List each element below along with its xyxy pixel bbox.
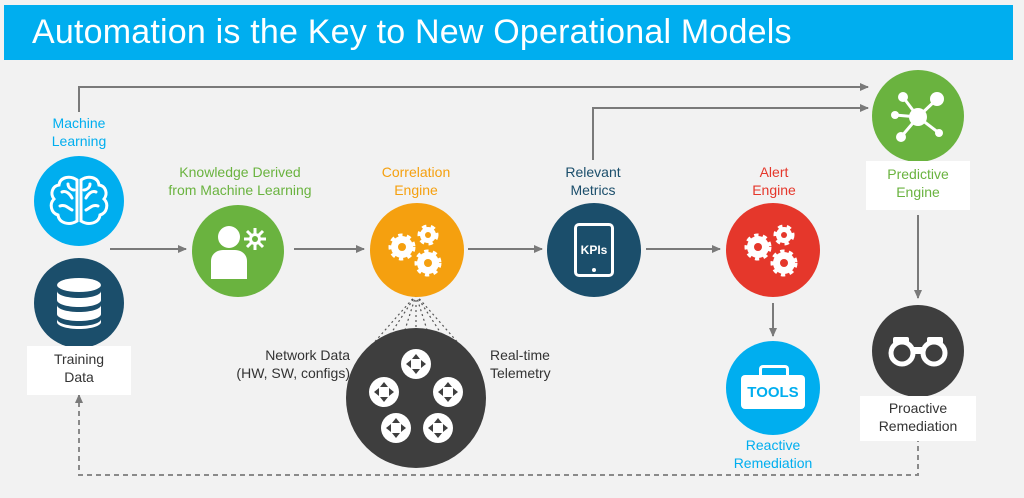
relevant-metrics-label: Relevant Metrics — [565, 164, 621, 198]
gears-alert-icon — [744, 224, 798, 277]
predictive-engine-label: Predictive Engine — [866, 161, 970, 210]
machine-learning-node — [34, 156, 124, 246]
predictive-engine-node — [872, 70, 964, 162]
network-cloud-node — [346, 328, 486, 468]
title-bar: Automation is the Key to New Operational… — [4, 5, 1013, 60]
knowledge-label: Knowledge Derived from Machine Learning — [168, 164, 312, 198]
arrow-metrics-to-predictive — [592, 104, 869, 160]
binoculars-icon — [888, 337, 948, 367]
proactive-remediation-label: Proactive Remediation — [860, 396, 976, 441]
page-title: Automation is the Key to New Operational… — [32, 13, 792, 51]
network-icon — [891, 92, 944, 142]
tablet-icon: KPIs — [574, 223, 614, 277]
knowledge-node — [192, 205, 284, 297]
arrow-ml-to-predictive — [78, 83, 869, 112]
alert-engine-label: Alert Engine — [752, 164, 796, 198]
reactive-remediation-label: Reactive Remediation — [733, 437, 813, 471]
gears-icon — [388, 224, 442, 277]
relevant-metrics-node: KPIs — [547, 203, 641, 297]
diagram-panel — [4, 62, 1013, 494]
machine-learning-label: Machine Learning — [51, 115, 107, 149]
realtime-telemetry-label: Real-time Telemetry — [490, 347, 551, 381]
correlation-engine-node — [370, 203, 464, 297]
correlation-engine-label: Correlation Engine — [381, 164, 451, 198]
toolbox-icon: TOOLS — [741, 365, 805, 409]
feedback-loop — [75, 394, 919, 476]
proactive-remediation-node — [872, 305, 964, 397]
training-data-node — [34, 258, 124, 348]
person-gear-icon — [211, 226, 266, 279]
alert-engine-node — [726, 203, 820, 297]
routers-icon — [369, 349, 463, 443]
training-data-label: Training Data — [27, 346, 131, 395]
reactive-remediation-node: TOOLS — [726, 341, 820, 435]
brain-icon — [49, 175, 109, 225]
network-data-label: Network Data (HW, SW, configs) — [236, 347, 350, 381]
database-icon — [57, 278, 101, 329]
